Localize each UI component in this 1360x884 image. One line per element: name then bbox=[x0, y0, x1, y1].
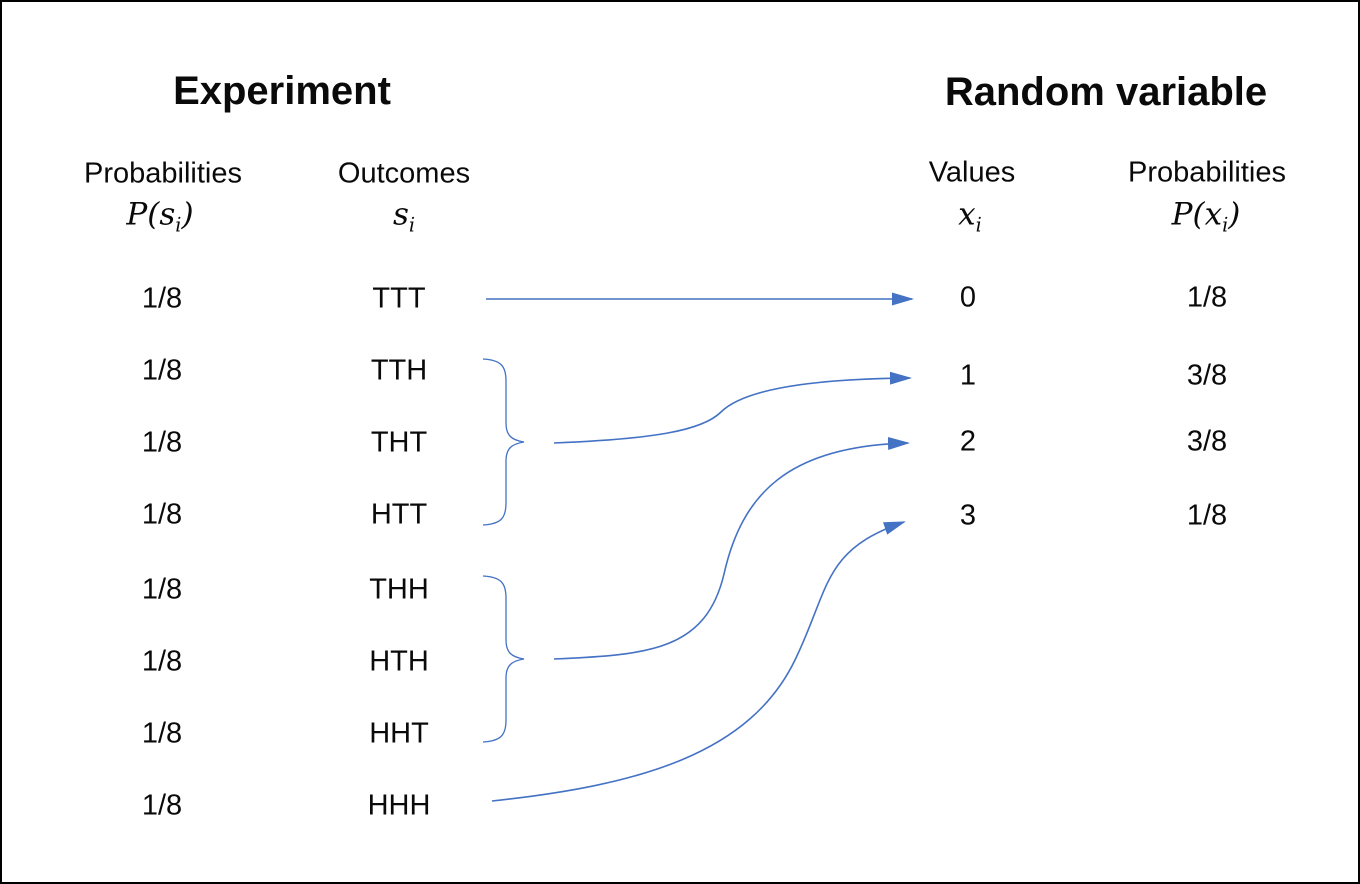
brace-tth-tht-htt bbox=[482, 358, 525, 526]
probability-cell: 1/8 bbox=[141, 573, 183, 606]
outcome-cell: THH bbox=[369, 573, 429, 606]
outcome-cell: HHT bbox=[369, 717, 429, 750]
outcome-cell: TTT bbox=[372, 282, 426, 315]
probability-cell: 1/8 bbox=[141, 282, 183, 315]
probability-cell: 1/8 bbox=[141, 498, 183, 531]
outcome-cell: HTH bbox=[369, 645, 429, 678]
values-header: Values bbox=[928, 156, 1016, 189]
symbol-pre: s bbox=[392, 196, 409, 233]
value-cell: 2 bbox=[959, 425, 977, 458]
probability-cell: 1/8 bbox=[141, 717, 183, 750]
brace-thh-hth-hht bbox=[482, 575, 525, 743]
symbol-pre: P(s bbox=[126, 196, 176, 233]
experiment-outcomes-header: Outcomes bbox=[337, 157, 471, 190]
values-symbol: xi bbox=[958, 196, 982, 235]
outcome-cell: TTH bbox=[370, 354, 428, 387]
symbol-pre: P(x bbox=[1171, 196, 1223, 233]
rv-probability-cell: 1/8 bbox=[1186, 499, 1228, 532]
rv-probability-cell: 1/8 bbox=[1186, 281, 1228, 314]
symbol-pre: x bbox=[958, 196, 976, 233]
symbol-sub: i bbox=[175, 213, 182, 237]
symbol-post: ) bbox=[1228, 196, 1241, 233]
symbol-sub: i bbox=[975, 213, 982, 237]
experiment-outcomes-symbol: si bbox=[392, 196, 415, 235]
rv-probability-cell: 3/8 bbox=[1186, 359, 1228, 392]
arrow-group2-to-2 bbox=[553, 437, 910, 660]
random-variable-title: Random variable bbox=[944, 70, 1268, 114]
experiment-title: Experiment bbox=[173, 69, 391, 113]
value-cell: 0 bbox=[959, 281, 977, 314]
symbol-sub: i bbox=[408, 213, 416, 237]
experiment-probabilities-header: Probabilities bbox=[84, 157, 242, 190]
probability-cell: 1/8 bbox=[141, 354, 183, 387]
outcome-cell: HHH bbox=[367, 789, 431, 822]
arrow-group1-to-1 bbox=[553, 371, 912, 444]
rv-probabilities-header: Probabilities bbox=[1128, 156, 1286, 189]
symbol-sub: i bbox=[1222, 213, 1229, 237]
outcome-cell: THT bbox=[370, 426, 428, 459]
probability-cell: 1/8 bbox=[141, 789, 183, 822]
rv-probability-cell: 3/8 bbox=[1186, 425, 1228, 458]
value-cell: 1 bbox=[959, 359, 977, 392]
probability-cell: 1/8 bbox=[141, 645, 183, 678]
outcome-cell: HTT bbox=[370, 498, 428, 531]
symbol-post: ) bbox=[181, 196, 194, 233]
value-cell: 3 bbox=[959, 499, 977, 532]
probability-cell: 1/8 bbox=[141, 426, 183, 459]
rv-probabilities-symbol: P(xi) bbox=[1171, 196, 1241, 235]
experiment-probabilities-symbol: P(si) bbox=[126, 196, 194, 235]
arrow-hhh-to-3 bbox=[491, 521, 906, 802]
